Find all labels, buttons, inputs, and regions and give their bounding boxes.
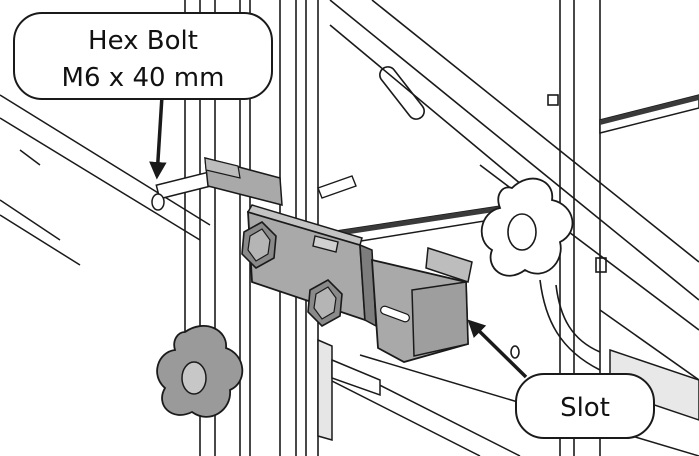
star-knob-right (480, 177, 574, 277)
hex-nut-left (241, 221, 277, 269)
hex-bolt-label: Hex Bolt (88, 26, 198, 56)
star-knob-left (156, 325, 244, 418)
clamp-plate (204, 156, 283, 206)
slotted-bracket (371, 247, 473, 363)
adjustment-arc (510, 279, 601, 371)
timing-belt (329, 94, 699, 247)
bolt-arrow (149, 95, 167, 180)
slot-callout: Slot (515, 373, 655, 439)
clamp-tabs (312, 175, 357, 253)
lower-guide-rail (329, 348, 699, 456)
slot-label: Slot (560, 393, 610, 423)
slot-arrow (467, 319, 528, 379)
hex-bolt-callout: Hex Bolt M6 x 40 mm (13, 12, 273, 100)
hex-nut-right (307, 279, 343, 327)
hex-bolt-size-label: M6 x 40 mm (62, 63, 225, 93)
left-diagonal-rails (0, 94, 211, 266)
base-bracket (317, 338, 381, 441)
